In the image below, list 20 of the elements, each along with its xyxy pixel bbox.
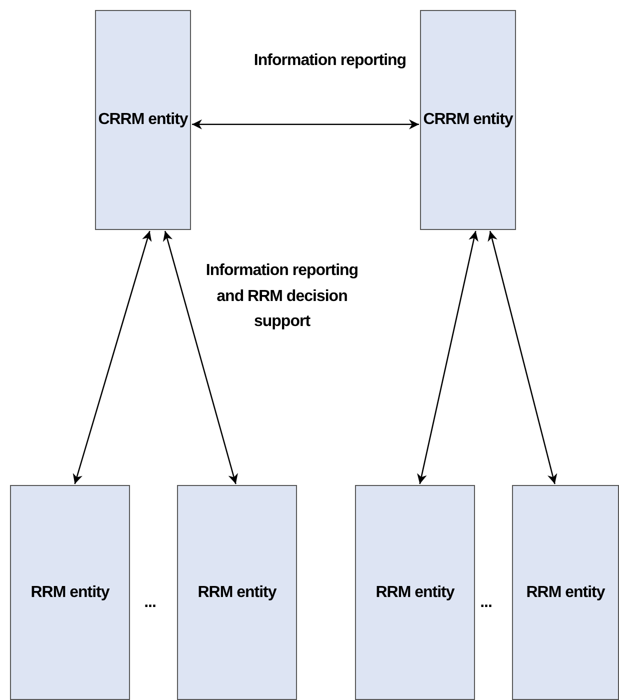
entity-box [512, 485, 619, 700]
annotation-text: Information reporting and RRM decision support [204, 261, 360, 332]
node-label: RRM entity [30, 584, 110, 602]
entity-box [10, 485, 130, 700]
node-label: CRRM entity [98, 111, 188, 129]
ellipsis-text: ... [143, 593, 157, 613]
node-label: RRM entity [526, 584, 605, 602]
entity-box [95, 10, 191, 230]
node-label: RRM entity [198, 584, 276, 602]
entity-box [420, 10, 516, 230]
double-arrow [192, 119, 419, 130]
ellipsis-text: ... [479, 593, 493, 613]
double-arrow [72, 230, 152, 484]
entity-box [177, 485, 297, 700]
double-arrow [162, 230, 238, 484]
double-arrow [417, 230, 478, 484]
entity-box [355, 485, 475, 700]
double-arrow [488, 230, 558, 484]
node-label: CRRM entity [423, 111, 513, 129]
node-label: RRM entity [376, 584, 454, 602]
